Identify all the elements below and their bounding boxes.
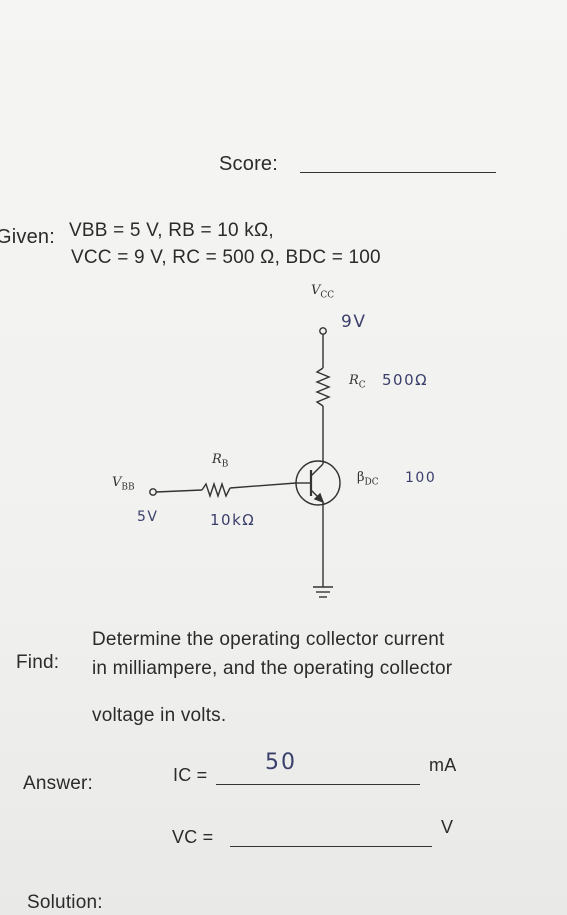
ic-value: 50 xyxy=(265,750,297,775)
base-wire-left xyxy=(155,489,203,493)
given-line-2: VCC = 9 V, RC = 500 Ω, BDC = 100 xyxy=(71,247,381,268)
vbb-terminal-icon xyxy=(149,488,157,496)
ic-label: IC = xyxy=(173,765,208,785)
given-label: Given: xyxy=(0,226,56,248)
vc-unit: V xyxy=(441,817,454,837)
vcc-value: 9V xyxy=(341,312,367,332)
given-line-1: VBB = 5 V, RB = 10 kΩ, xyxy=(69,220,274,241)
find-line-2: in milliampere, and the operating collec… xyxy=(92,658,453,679)
vcc-terminal-icon xyxy=(319,327,327,335)
rc-resistor-icon xyxy=(315,367,331,407)
vc-answer-line[interactable] xyxy=(230,846,432,847)
score-blank-line xyxy=(300,172,496,173)
rb-label: RB xyxy=(212,452,229,470)
solution-label: Solution: xyxy=(27,892,103,913)
score-label: Score: xyxy=(219,153,279,175)
rb-value: 10kΩ xyxy=(210,511,256,529)
find-label: Find: xyxy=(16,652,60,673)
transistor-collector-lead xyxy=(310,463,324,477)
answer-label: Answer: xyxy=(23,773,94,794)
beta-label: βDC xyxy=(357,470,379,488)
rb-resistor-icon xyxy=(201,481,231,499)
find-line-3: voltage in volts. xyxy=(92,705,227,726)
ic-answer-line[interactable] xyxy=(216,784,420,785)
vbb-label: VBB xyxy=(112,475,135,493)
vc-label: VC = xyxy=(172,827,214,847)
vbb-value: 5V xyxy=(137,509,159,525)
rc-label: RC xyxy=(349,373,366,391)
vcc-label: VCC xyxy=(311,283,335,301)
base-wire-right xyxy=(229,482,297,489)
rc-value: 500Ω xyxy=(382,371,429,389)
find-line-1: Determine the operating collector curren… xyxy=(92,629,445,650)
ic-unit: mA xyxy=(429,755,457,775)
beta-value: 100 xyxy=(405,470,437,486)
emitter-arrow-icon xyxy=(313,492,325,504)
